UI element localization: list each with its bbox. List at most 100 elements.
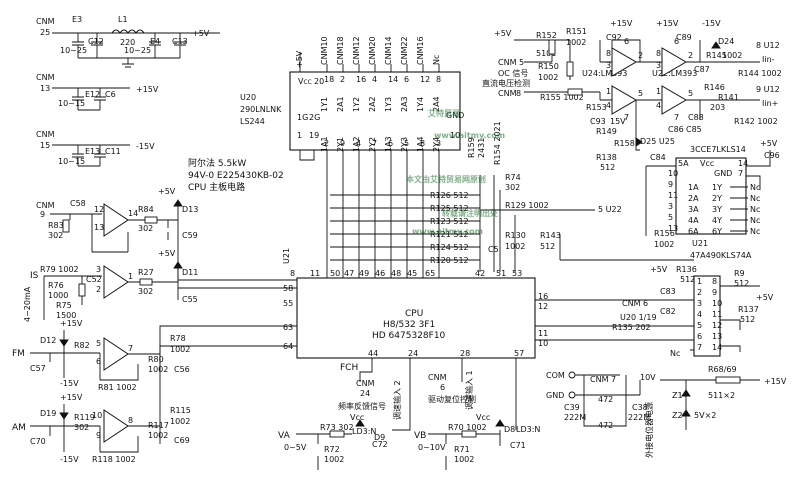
- u21-vcc: Vcc: [700, 159, 714, 168]
- u21-input-pin: 3A: [688, 205, 699, 214]
- zd2-label: Z2: [672, 411, 683, 420]
- u21-input-pin: 4A: [688, 216, 699, 225]
- u21-gnd: GND: [714, 169, 732, 178]
- c56-label: C56: [174, 365, 190, 374]
- r117-label: R117: [148, 421, 169, 430]
- cpu-top-pin: 45: [407, 269, 417, 278]
- d25-symbol: [635, 137, 643, 147]
- u20-plus5v: +5V: [295, 50, 304, 68]
- cap-472-b: 472: [598, 421, 613, 430]
- r143-value: 512: [540, 242, 555, 251]
- u20-pin-label-b: 1A1: [320, 136, 329, 152]
- ls74-pin-number: 3: [697, 299, 702, 308]
- ls74-plus5v-b: +5V: [756, 293, 774, 302]
- opamp2-pin1: 1: [128, 272, 133, 281]
- u21-pin7: 7: [738, 169, 743, 178]
- opamp1-pin13: 13: [94, 223, 104, 232]
- cnm9-pin: 9: [40, 210, 45, 219]
- d11-symbol: [173, 261, 183, 269]
- u20-top-pin-number: 8: [436, 75, 441, 84]
- ls74-pin-number: 7: [697, 343, 702, 352]
- cpu-right-pin: 10: [538, 339, 548, 348]
- c96-label: C96: [764, 151, 780, 160]
- r72-label: R72: [324, 445, 340, 454]
- u24-pin: 2: [638, 51, 643, 60]
- opamp2-pin2: 2: [96, 285, 101, 294]
- freq-feedback-label: 频率反馈信号: [338, 401, 386, 411]
- r9-label: R9: [734, 269, 745, 278]
- r83-value: 302: [48, 231, 63, 240]
- u24-pin: 5: [638, 89, 643, 98]
- u22-pin5: 5 U22: [598, 205, 622, 214]
- d24-label: D24: [718, 37, 734, 46]
- plus15v-rt-b: +15V: [656, 19, 679, 28]
- r152-body: [548, 39, 556, 55]
- minus15v-label: -15V: [136, 142, 155, 151]
- u20-top-pin-number: 16: [356, 75, 366, 84]
- u22-label: U22:LM393: [652, 69, 697, 78]
- cpu-top-pin: 49: [359, 269, 369, 278]
- cap-472-a: 472: [598, 395, 613, 404]
- u20-pin-label: 1Y4: [416, 97, 425, 112]
- r73-body: [329, 430, 345, 438]
- u20-type: LS244: [240, 117, 265, 126]
- r117-value: 1002: [148, 431, 168, 440]
- d11-label: D11: [182, 268, 198, 277]
- u24-pin: 7: [624, 113, 629, 122]
- u20-top-pin-number: 14: [388, 75, 398, 84]
- opamp4-pin10: 10: [92, 411, 102, 420]
- u20-pin-label-b: 2Y2: [368, 137, 377, 152]
- r68-value: 511×2: [708, 391, 735, 400]
- c92-label: C92: [606, 33, 622, 42]
- watermark-url-1: www.aitmy.com: [434, 131, 505, 140]
- u20-pin-label-b: 1A4: [416, 136, 425, 152]
- cpu-top-pin: 11: [310, 269, 320, 278]
- pin15-label: 15: [40, 141, 50, 150]
- u21-pin-number: 3: [668, 202, 673, 211]
- r138-value: 512: [600, 163, 615, 172]
- cpu-right-pin: 12: [538, 302, 548, 311]
- u21-nc-pin: Nc: [750, 183, 760, 192]
- r83-label: R83: [48, 221, 64, 230]
- c38-value: 222M: [628, 413, 650, 422]
- c58-label: C58: [70, 199, 86, 208]
- u20-connector-label: CNM16: [416, 36, 425, 65]
- r137-value: 512: [740, 315, 755, 324]
- cpu-pullup-resistor-label: R123 512: [430, 217, 469, 226]
- cpu-top-pin: 48: [391, 269, 401, 278]
- u20-gnd: GND: [446, 111, 464, 120]
- cpu-notes: 阿尔法 5.5kW 94V-0 E225430KB-02 CPU 主板电路: [188, 157, 284, 193]
- u20-bottom-pin-number: 7: [372, 139, 377, 148]
- r155-body: [567, 88, 583, 96]
- r145-value: 1002: [722, 51, 742, 60]
- r137-label: R137: [738, 305, 759, 314]
- watermark-original-note: 本文由艾特贸易网原创: [405, 174, 486, 184]
- cpu-top-pin: 65: [425, 269, 435, 278]
- u22-pin: 3: [656, 61, 661, 70]
- r76-body: [78, 283, 86, 297]
- c12-label: C12: [88, 37, 104, 46]
- u20-pin-label: 2A1: [336, 96, 345, 112]
- u22-pin: 7: [674, 113, 679, 122]
- r79-label: R79 1002: [40, 265, 79, 274]
- speed-input-2-label: 调速输入 2: [392, 380, 402, 420]
- watermark: 艾特贸易 www.aitmy.com 本文由艾特贸易网原创 转载请注明出处 ww…: [405, 108, 505, 236]
- u21-pin-number: 9: [668, 180, 673, 189]
- u20-connector-label: CNM18: [336, 36, 345, 65]
- r83-body: [62, 219, 70, 233]
- u20-pin19: 19: [309, 131, 319, 140]
- cpu-chip-body: [296, 277, 536, 359]
- cap-10-25-a: 10~25: [60, 46, 87, 55]
- c82-label: C82: [660, 307, 676, 316]
- r154-label: R154 2021: [493, 121, 502, 165]
- r80-label: R80: [148, 355, 164, 364]
- opamp1-pin12: 12: [94, 205, 104, 214]
- zd2-symbol: [681, 409, 691, 417]
- ls74-pin-number: 5: [697, 321, 702, 330]
- u12-8-label: 8 U12: [756, 41, 780, 50]
- power-filter-section: CNM 25 E3 C12 L1 220 E4 C13 +5V 10~25 10…: [36, 15, 220, 167]
- u21-chip-body: [675, 157, 747, 235]
- u20-pin-label: 1Y3: [384, 97, 393, 112]
- u22-pin: 6: [674, 37, 679, 46]
